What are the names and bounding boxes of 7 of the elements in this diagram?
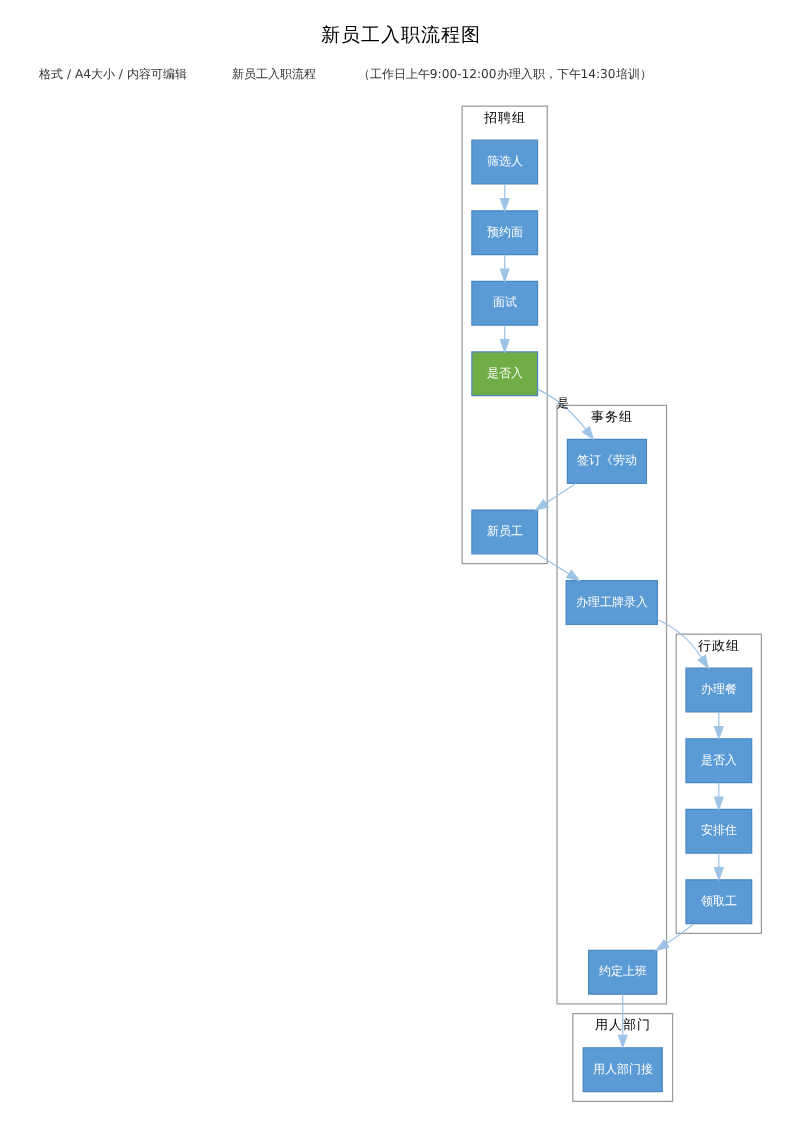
arrow: [536, 388, 594, 441]
arrow: [655, 618, 709, 670]
diagram-title: 新员工入职流程图: [320, 25, 480, 48]
arrow: [616, 994, 627, 1050]
arrow: [653, 923, 694, 952]
arrow: [535, 553, 580, 582]
arrow: [533, 482, 576, 512]
